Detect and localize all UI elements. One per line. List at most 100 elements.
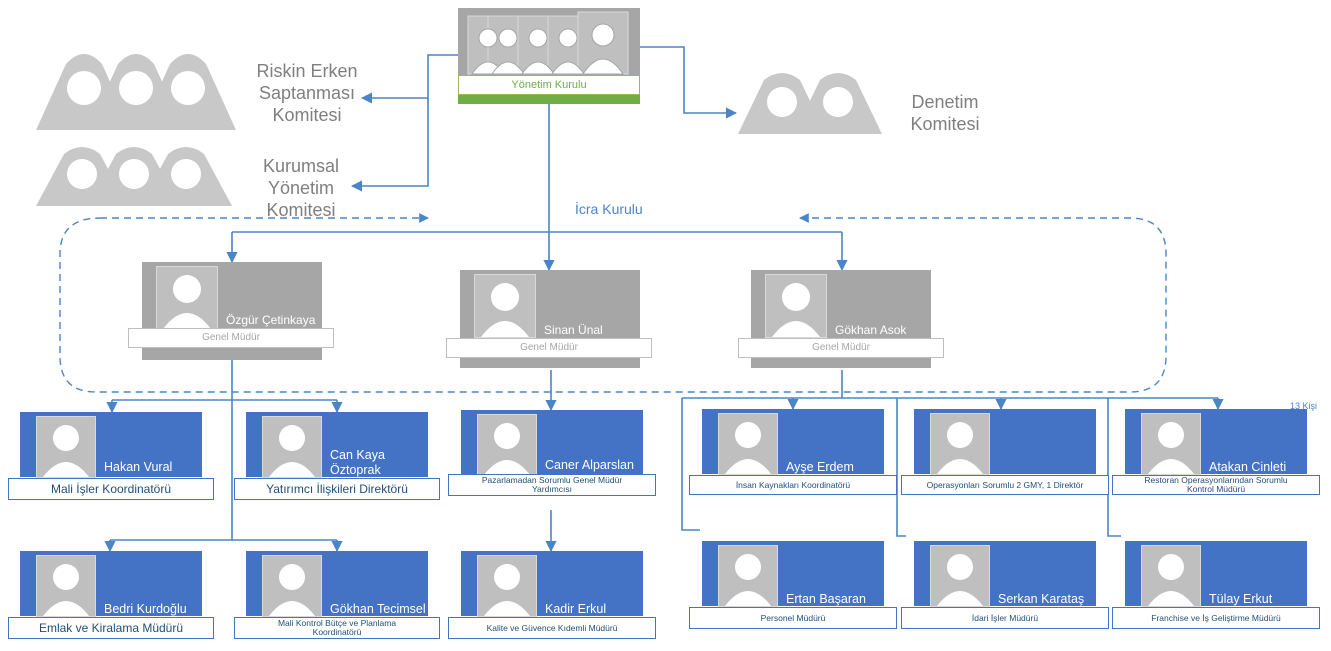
staff-title-line: Operasyonları Sorumlu 2 GMY, 1 Direktör: [926, 479, 1084, 490]
corporate-committee-group-icon: [36, 147, 232, 206]
person-icon: [269, 425, 315, 477]
gm-title: Genel Müdür: [446, 338, 652, 358]
person-icon: [269, 564, 315, 616]
person-icon: [43, 425, 89, 477]
staff-name-line: Ertan Başaran: [786, 592, 866, 606]
avatar: [36, 416, 96, 478]
staff-title-line: Mali İşler Koordinatörü: [50, 481, 172, 496]
staff-card-hakan: Hakan Vural: [20, 412, 202, 478]
staff-name-line: Kadir Erkul: [545, 602, 607, 616]
person-icon: [484, 564, 530, 616]
staff-name: Gökhan Tecimsel: [330, 602, 426, 617]
avatar: [1141, 545, 1201, 607]
staff-name-line: Tülay Erkut: [1209, 592, 1273, 606]
board-members-icon: [467, 11, 629, 75]
person-icon: [725, 554, 771, 606]
staff-card-bedri: Bedri Kurdoğlu: [20, 551, 202, 617]
staff-title-line: Pazarlamadan Sorumlu Genel Müdür: [481, 475, 623, 486]
line-board-risk: [360, 54, 458, 104]
staff-card-serkan: Serkan Karataş: [914, 541, 1096, 607]
staff-card-kadir: Kadir Erkul: [461, 551, 643, 617]
person-icon: [725, 422, 771, 474]
staff-name: Bedri Kurdoğlu: [104, 602, 200, 617]
gm-title: Genel Müdür: [128, 328, 334, 348]
staff-card-ayse: Ayşe Erdem: [702, 409, 884, 475]
staff-name-line: Gökhan Tecimsel: [330, 602, 426, 616]
team-count: 13 Kişi: [1290, 401, 1318, 411]
board-accent-bar: [458, 95, 640, 104]
staff-title-line: Restoran Operasyonlarından Sorumlu: [1144, 475, 1288, 486]
line-board-audit: [640, 46, 738, 119]
avatar: [930, 413, 990, 475]
staff-title: Kalite ve Güvence Kıdemli Müdürü: [448, 617, 656, 639]
staff-name-line: Atakan Cinleti: [1209, 460, 1287, 474]
staff-name-line: Caner Alparslan: [545, 458, 634, 472]
avatar: [262, 416, 322, 478]
person-icon: [484, 423, 530, 475]
avatar: [718, 545, 778, 607]
staff-title-line: Personel Müdürü: [760, 612, 826, 623]
staff-title-line: Emlak ve Kiralama Müdürü: [38, 620, 184, 635]
person-icon: [937, 422, 983, 474]
staff-name: Hakan Vural: [104, 460, 200, 475]
staff-name: Tülay Erkut: [1209, 592, 1305, 607]
staff-name: Kadir Erkul: [545, 602, 641, 617]
avatar: [1141, 413, 1201, 475]
staff-card-ops: [914, 409, 1096, 475]
audit-committee-group-icon: [738, 73, 882, 134]
avatar: [156, 266, 218, 330]
executive-committee-label: İcra Kurulu: [575, 201, 643, 217]
person-icon: [43, 564, 89, 616]
staff-name: Ayşe Erdem: [786, 460, 882, 475]
staff-name-line: Can Kaya: [330, 448, 385, 462]
avatar: [718, 413, 778, 475]
staff-name: Serkan Karataş: [998, 592, 1094, 607]
line-board-corporate: [350, 98, 429, 192]
avatar: [477, 414, 537, 476]
avatar: [36, 555, 96, 617]
person-icon: [1148, 422, 1194, 474]
staff-title-line: Franchise ve İş Geliştirme Müdürü: [1151, 612, 1281, 623]
staff-title-line: Koordinatörü: [312, 627, 362, 637]
staff-title: İnsan Kaynakları Koordinatörü: [689, 475, 897, 495]
board-label: Yönetim Kurulu: [458, 75, 640, 95]
person-icon: [481, 283, 529, 337]
person-icon: [772, 283, 820, 337]
staff-title-line: Yatırımcı İlişkileri Direktörü: [266, 481, 408, 496]
staff-name-line: Serkan Karataş: [998, 592, 1085, 606]
staff-title: Franchise ve İş Geliştirme Müdürü: [1112, 607, 1320, 629]
staff-title: Personel Müdürü: [689, 607, 897, 629]
staff-name-line: Öztoprak: [330, 463, 381, 477]
staff-card-caner: Caner Alparslan: [461, 410, 643, 476]
staff-title: Operasyonları Sorumlu 2 GMY, 1 Direktör: [901, 475, 1109, 495]
staff-title: İdari İşler Müdürü: [901, 607, 1109, 629]
staff-name-line: Bedri Kurdoğlu: [104, 602, 187, 616]
staff-title-line: Kontrol Müdürü: [1186, 484, 1246, 494]
avatar: [930, 545, 990, 607]
staff-title-line: Kalite ve Güvence Kıdemli Müdürü: [486, 622, 618, 633]
staff-title-line: İnsan Kaynakları Koordinatörü: [735, 479, 851, 490]
person-icon: [163, 275, 211, 329]
avatar: [765, 274, 827, 338]
staff-name: Caner Alparslan: [545, 458, 641, 473]
gm-title: Genel Müdür: [738, 338, 944, 358]
exec-committee-boundary: [59, 217, 1167, 393]
staff-name-line: Hakan Vural: [104, 460, 173, 474]
person-icon: [1148, 554, 1194, 606]
staff-name: Atakan Cinleti: [1209, 460, 1305, 475]
staff-card-gokhan-t: Gökhan Tecimsel: [246, 551, 428, 617]
gm-name: Sinan Ünal: [544, 323, 603, 337]
staff-card-tulay: Tülay Erkut: [1125, 541, 1307, 607]
staff-name: Ertan Başaran: [786, 592, 882, 607]
staff-title-line: Yardımcısı: [532, 484, 572, 494]
avatar: [477, 555, 537, 617]
